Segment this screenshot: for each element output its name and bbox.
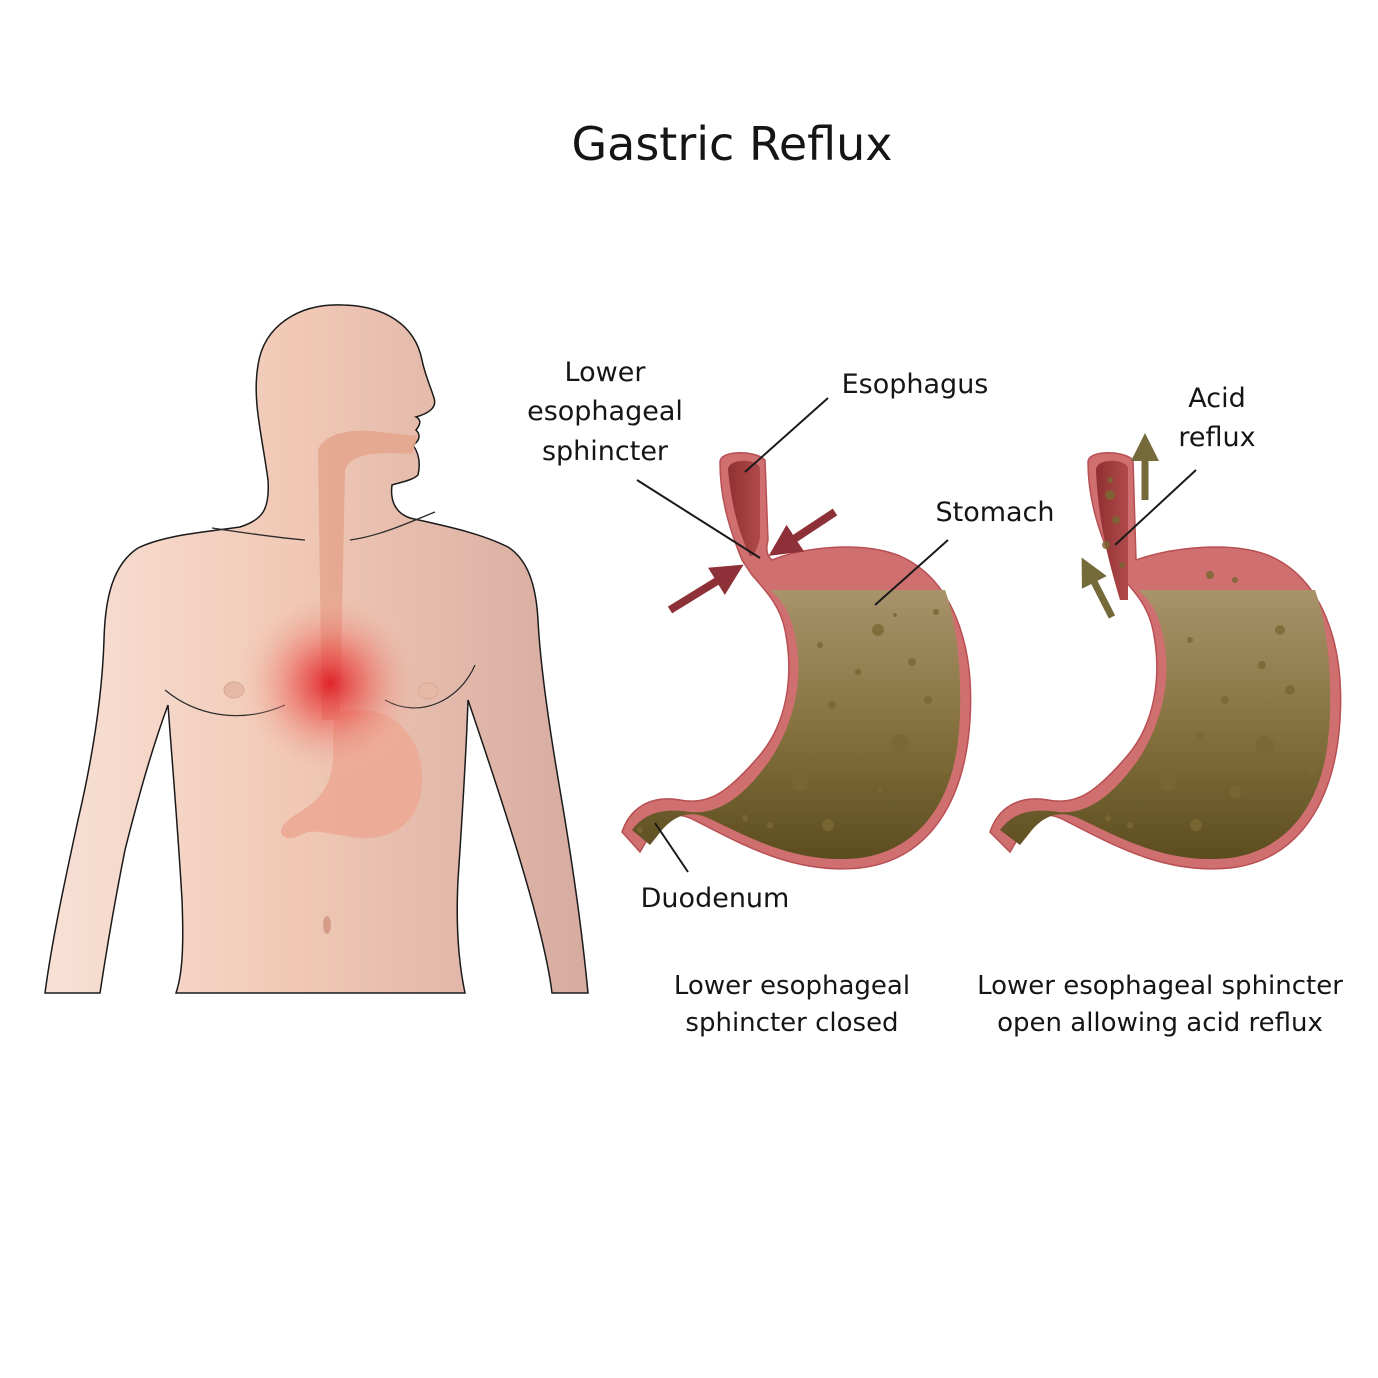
heartburn-pain-glow xyxy=(235,588,425,778)
leader-acid-reflux xyxy=(1114,469,1197,546)
stomach-contents-open xyxy=(1000,590,1331,860)
acid-bubbles-closed xyxy=(637,609,949,833)
stomach-open-sphincter xyxy=(989,433,1342,870)
sphincter-arrow-left xyxy=(667,564,744,614)
leader-lines xyxy=(636,397,1197,873)
label-duodenum: Duodenum xyxy=(641,883,790,914)
acid-bubbles-open xyxy=(1102,477,1316,831)
label-acid-line2: reflux xyxy=(1178,422,1255,453)
diagram-title: Gastric Reflux xyxy=(572,117,893,171)
label-esophagus: Esophagus xyxy=(842,369,989,400)
leader-les xyxy=(636,479,761,559)
caption-open-line1: Lower esophageal sphincter xyxy=(977,971,1343,1001)
label-stomach: Stomach xyxy=(935,497,1054,528)
label-les-line2: esophageal xyxy=(527,396,683,427)
torso-esophagus xyxy=(318,430,418,720)
label-acid-line1: Acid xyxy=(1188,383,1245,414)
clavicle-line-right xyxy=(349,511,436,541)
label-les-line1: Lower xyxy=(565,357,647,388)
stomach-closed-sphincter xyxy=(621,452,972,870)
clavicle-line-left xyxy=(211,527,306,541)
caption-open-line2: open allowing acid reflux xyxy=(997,1008,1323,1038)
esophagus-closed xyxy=(728,460,760,556)
label-les-line3: sphincter xyxy=(542,436,669,467)
navel xyxy=(323,916,331,934)
leader-stomach xyxy=(874,539,949,606)
caption-closed-line1: Lower esophageal xyxy=(674,971,910,1001)
human-torso-figure xyxy=(44,304,589,994)
caption-closed-line2: sphincter closed xyxy=(685,1008,898,1038)
stomach-contents-closed xyxy=(632,590,961,860)
leader-duodenum xyxy=(654,822,689,873)
reflux-arrow-lower xyxy=(1081,557,1116,619)
sphincter-arrow-right xyxy=(768,508,838,556)
leader-esophagus xyxy=(744,397,829,473)
